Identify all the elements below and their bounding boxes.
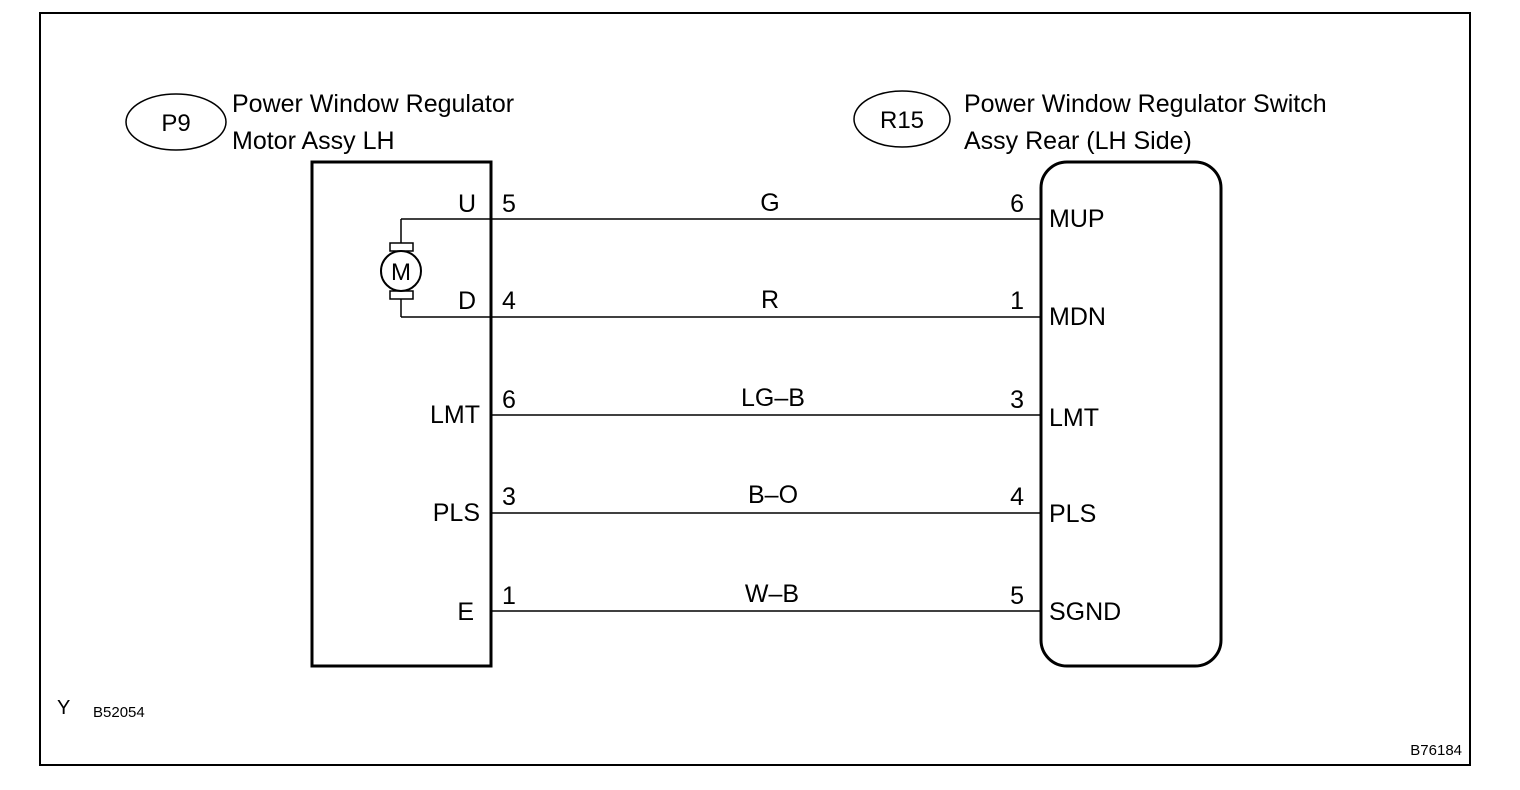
wire-row: D 4 R 1 MDN bbox=[458, 286, 1106, 331]
left-terminal-label: U bbox=[458, 190, 476, 218]
right-component-name-line2: Assy Rear (LH Side) bbox=[964, 127, 1192, 155]
left-terminal-label: LMT bbox=[430, 401, 480, 429]
wire-color-label: R bbox=[761, 286, 779, 314]
footer-letter: Y bbox=[57, 697, 70, 719]
wire-row: E 1 W–B 5 SGND bbox=[457, 580, 1121, 626]
motor-icon: M bbox=[380, 218, 491, 318]
wire-color-label: B–O bbox=[748, 481, 798, 509]
right-pin-number: 1 bbox=[1010, 287, 1024, 315]
right-pin-number: 6 bbox=[1010, 190, 1024, 218]
left-terminal-label: D bbox=[458, 287, 476, 315]
right-terminal-label: MDN bbox=[1049, 303, 1106, 331]
right-component-name-line1: Power Window Regulator Switch bbox=[964, 90, 1327, 118]
left-component-name-line1: Power Window Regulator bbox=[232, 90, 514, 118]
right-pin-number: 4 bbox=[1010, 483, 1024, 511]
wire-row: PLS 3 B–O 4 PLS bbox=[433, 481, 1097, 528]
footer-code-right: B76184 bbox=[1410, 742, 1462, 759]
left-terminal-label: PLS bbox=[433, 499, 480, 527]
left-component-code: P9 bbox=[161, 110, 190, 137]
left-component-name-line2: Motor Assy LH bbox=[232, 127, 395, 155]
right-terminal-label: PLS bbox=[1049, 500, 1096, 528]
left-component-box bbox=[310, 160, 493, 668]
left-pin-number: 3 bbox=[502, 483, 516, 511]
right-component-code-oval bbox=[853, 90, 951, 148]
wire-row: LMT 6 LG–B 3 LMT bbox=[430, 384, 1099, 432]
footer-code-left: B52054 bbox=[93, 704, 145, 721]
left-component-code-oval bbox=[125, 93, 227, 151]
left-pin-number: 1 bbox=[502, 582, 516, 610]
wire-color-label: G bbox=[760, 189, 779, 217]
right-component-box bbox=[1039, 160, 1223, 668]
left-pin-number: 6 bbox=[502, 386, 516, 414]
left-terminal-label: E bbox=[457, 598, 474, 626]
wire-color-label: LG–B bbox=[741, 384, 805, 412]
right-pin-number: 3 bbox=[1010, 386, 1024, 414]
wire-color-label: W–B bbox=[745, 580, 799, 608]
right-terminal-label: LMT bbox=[1049, 404, 1099, 432]
diagram-frame bbox=[39, 12, 1471, 766]
right-component-code: R15 bbox=[880, 107, 924, 134]
right-pin-number: 5 bbox=[1010, 582, 1024, 610]
right-terminal-label: MUP bbox=[1049, 205, 1105, 233]
motor-symbol-label: M bbox=[391, 259, 411, 286]
wire-row: U 5 G 6 MUP bbox=[458, 189, 1105, 233]
right-terminal-label: SGND bbox=[1049, 598, 1121, 626]
left-pin-number: 4 bbox=[502, 287, 516, 315]
left-pin-number: 5 bbox=[502, 190, 516, 218]
